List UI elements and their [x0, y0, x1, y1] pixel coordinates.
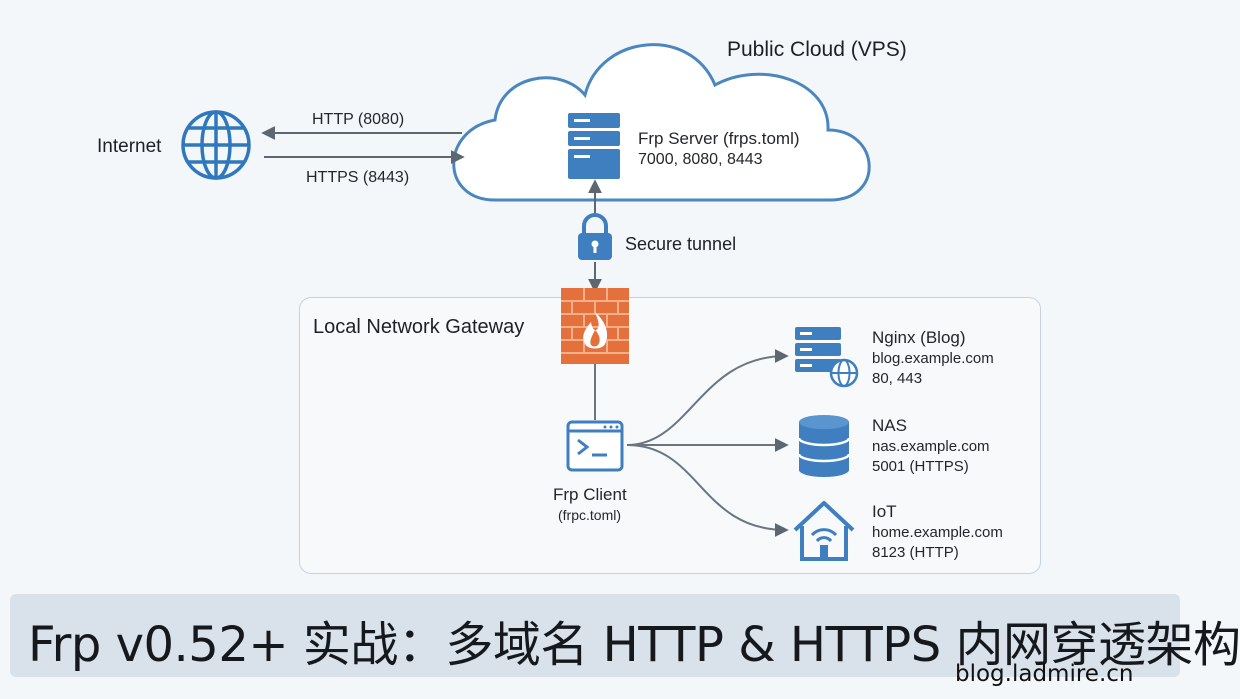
service-ports: 5001 (HTTPS)	[872, 458, 969, 475]
frp-client-name: Frp Client	[553, 485, 627, 504]
local-network-gateway-box	[299, 297, 1041, 574]
database-icon	[797, 415, 851, 477]
https-label: HTTPS (8443)	[306, 169, 410, 186]
firewall-icon	[561, 288, 629, 364]
lock-icon	[578, 213, 612, 260]
web-server-icon	[795, 327, 859, 388]
route-to-iot	[626, 444, 789, 537]
terminal-icon	[566, 420, 624, 472]
service-name: NAS	[872, 416, 907, 435]
service-name: Nginx (Blog)	[872, 328, 966, 347]
route-to-nginx	[626, 349, 789, 446]
gateway-title: Local Network Gateway	[313, 316, 525, 338]
service-domain: nas.example.com	[872, 438, 990, 455]
service-domain: blog.example.com	[872, 350, 994, 367]
service-name: IoT	[872, 502, 897, 521]
frp-server-ports: 7000, 8080, 8443	[638, 151, 763, 168]
frp-server-name: Frp Server (frps.toml)	[638, 129, 800, 148]
cloud-shape	[452, 43, 871, 202]
internet-label: Internet	[97, 136, 162, 157]
banner-title: Frp v0.52+ 实战：多域名 HTTP & HTTPS 内网穿透架构	[28, 617, 1240, 673]
globe-icon	[181, 110, 251, 180]
cloud-title: Public Cloud (VPS)	[727, 38, 907, 61]
frp-client-config: (frpc.toml)	[558, 507, 621, 523]
service-domain: home.example.com	[872, 524, 1003, 541]
http-label: HTTP (8080)	[312, 111, 405, 128]
service-ports: 80, 443	[872, 370, 923, 387]
home-wifi-icon	[793, 501, 855, 561]
watermark-url: blog.ladmire.cn	[955, 661, 1134, 687]
tunnel-label: Secure tunnel	[625, 234, 737, 254]
title-banner	[10, 594, 1180, 677]
frp-server-icon	[568, 113, 620, 179]
service-ports: 8123 (HTTP)	[872, 544, 959, 561]
